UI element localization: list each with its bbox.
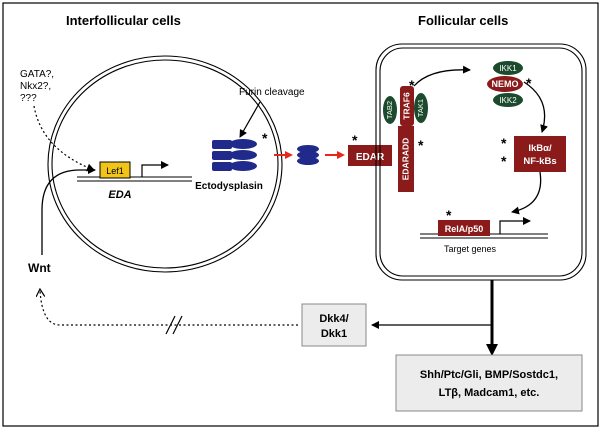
dkk4-label: Dkk4/ [319, 313, 348, 325]
ikk1-oval [493, 61, 523, 75]
lef1-label: Lef1 [106, 166, 124, 176]
traf6-asterisk: * [409, 77, 415, 93]
dkk-to-wnt-feedback [40, 290, 298, 326]
break-mark-2 [172, 315, 183, 335]
follicular-cell-outer [375, 43, 587, 281]
target-transcription-arrow [499, 217, 531, 234]
nfkb-to-rela-arrow [511, 171, 542, 215]
ikk2-label: IKK2 [499, 96, 517, 105]
traf6-box [400, 86, 414, 126]
ikk-to-nfkb-arrow [523, 81, 548, 133]
follicular-title: Follicular cells [418, 13, 508, 28]
nemo-asterisk: * [526, 75, 532, 91]
dkk-box [301, 303, 367, 347]
dkk1-label: Dkk1 [321, 328, 347, 340]
ectodysplasin-label: Ectodysplasin [195, 181, 263, 192]
nfkbs-label: NF-kBs [523, 156, 556, 167]
target-genes-label: Target genes [444, 244, 497, 254]
downstream-genes-box [395, 354, 583, 412]
tab2-oval [383, 96, 397, 124]
ikba-label: IkBα/ [528, 143, 552, 154]
tab2-label: TAB2 [385, 101, 394, 119]
unknown-factors-label: ??? [20, 93, 37, 104]
ikk2-oval [493, 93, 523, 107]
ectodysplasin-asterisk: * [262, 130, 268, 146]
traf6-label: TRAF6 [401, 92, 411, 120]
edar-box [348, 145, 392, 166]
furin-label: Furin cleavage [239, 87, 305, 98]
nfkb-box [514, 136, 566, 172]
interfollicular-title: Interfollicular cells [66, 13, 181, 28]
nkx-label: Nkx2?, [20, 81, 51, 92]
lef1-box [99, 161, 131, 179]
wnt-label: Wnt [28, 261, 51, 275]
tf-dotted-arrow [33, 105, 95, 172]
rela-box [438, 220, 490, 236]
wnt-to-lef1-arrow [41, 166, 96, 255]
ikk1-label: IKK1 [499, 64, 517, 73]
edaradd-asterisk: * [418, 137, 424, 153]
nemo-label: NEMO [492, 79, 519, 89]
edar-label: EDAR [356, 152, 385, 163]
interfollicular-cell-outer [47, 55, 283, 273]
downstream-genes-line1: Shh/Ptc/Gli, BMP/Sostdc1, [420, 369, 558, 381]
edaradd-box [398, 126, 414, 192]
edar-asterisk: * [352, 132, 358, 148]
eda-transcription-arrow [141, 161, 169, 177]
rela-asterisk: * [446, 207, 452, 223]
break-mark-1 [165, 315, 176, 335]
nemo-oval [487, 76, 523, 92]
downstream-genes-line2: LTβ, Madcam1, etc. [439, 387, 540, 399]
ikba-asterisk: * [501, 135, 507, 151]
nfkbs-asterisk: * [501, 153, 507, 169]
rela-label: RelA/p50 [445, 224, 484, 234]
interfollicular-cell-inner [51, 59, 279, 269]
ectodysplasin-trimer [212, 139, 257, 171]
edaradd-label: EDARADD [400, 138, 410, 181]
traf6-to-ikk-arrow [413, 65, 471, 87]
gata-label: GATA?, [20, 69, 54, 80]
soluble-ectodysplasin [297, 145, 319, 165]
tak1-oval [414, 93, 428, 123]
follicular-cell-inner [379, 47, 583, 277]
tak1-label: TAK1 [416, 99, 425, 117]
eda-gene-label: EDA [108, 189, 131, 201]
furin-arrow [239, 101, 261, 138]
